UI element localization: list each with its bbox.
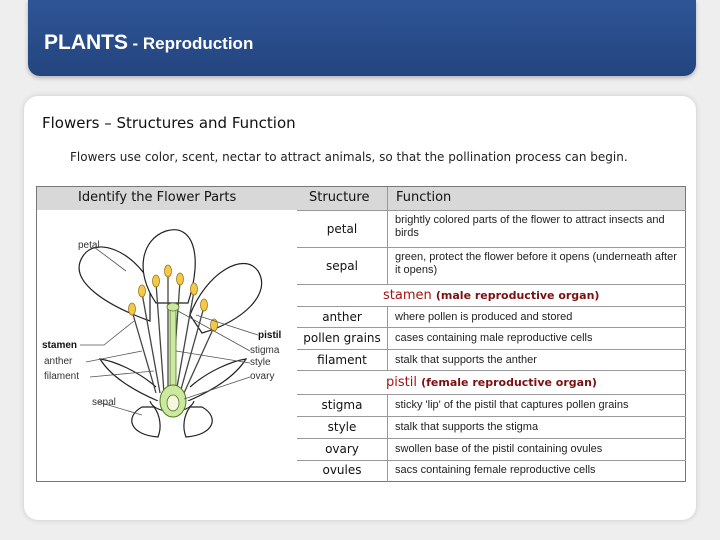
- structure-stigma: stigma: [321, 398, 363, 412]
- label-stigma: stigma: [250, 345, 280, 356]
- stamen-section-title: stamen (male reproductive organ): [383, 288, 599, 303]
- structure-pollen-grains: pollen grains: [303, 331, 381, 345]
- flower-diagram: [78, 229, 263, 438]
- pistil-section-title: pistil (female reproductive organ): [386, 375, 597, 390]
- structure-ovules: ovules: [322, 463, 362, 477]
- row-line: [297, 370, 686, 371]
- page-title-sub: - Reproduction: [132, 34, 254, 53]
- header-band: [37, 187, 685, 210]
- structure-sepal: sepal: [326, 259, 358, 273]
- row-line: [297, 210, 686, 211]
- row-line: [297, 394, 686, 395]
- sepal-left: [131, 406, 161, 438]
- intro-text: Flowers use color, scent, nectar to attr…: [70, 150, 628, 164]
- label-pistil: pistil: [258, 330, 282, 341]
- label-petal: petal: [78, 240, 100, 251]
- label-style: style: [250, 357, 271, 368]
- page-title: PLANTS - Reproduction: [44, 31, 253, 55]
- label-stamen: stamen: [42, 340, 78, 351]
- row-line: [297, 349, 686, 350]
- pistil-section-note: (female reproductive organ): [421, 376, 597, 389]
- row-line: [297, 460, 686, 461]
- function-header: Function: [396, 190, 452, 205]
- function-filament: stalk that supports the anther: [395, 354, 537, 366]
- pistil-shape: [159, 302, 187, 418]
- section-heading: Flowers – Structures and Function: [42, 114, 296, 132]
- col-divider-stamen: [387, 306, 388, 370]
- function-anther: where pollen is produced and stored: [395, 311, 573, 323]
- function-ovules: sacs containing female reproductive cell…: [395, 464, 596, 476]
- function-ovary: swollen base of the pistil containing ov…: [395, 443, 603, 455]
- row-line: [297, 416, 686, 417]
- sepal-right: [183, 406, 213, 438]
- function-sepal: green, protect the flower before it open…: [395, 251, 677, 276]
- row-line: [297, 284, 686, 285]
- function-pollen-grains: cases containing male reproductive cells: [395, 332, 593, 344]
- header-divider: [387, 187, 388, 210]
- structure-filament: filament: [317, 353, 367, 367]
- pistil-section-name: pistil: [386, 375, 417, 390]
- title-bar: PLANTS - Reproduction: [28, 0, 696, 76]
- stamen-section-name: stamen: [383, 288, 432, 303]
- table-frame: [36, 186, 686, 482]
- petal-right: [189, 262, 263, 334]
- structure-header: Structure: [309, 190, 370, 205]
- label-anther: anther: [44, 356, 73, 367]
- stamen-section-note: (male reproductive organ): [435, 289, 600, 302]
- label-ovary: ovary: [250, 371, 275, 382]
- structure-ovary: ovary: [325, 442, 359, 456]
- identify-header: Identify the Flower Parts: [78, 190, 237, 205]
- row-line: [297, 327, 686, 328]
- petal-lower-left: [98, 358, 159, 402]
- structure-petal: petal: [326, 222, 358, 236]
- function-stigma: sticky 'lip' of the pistil that captures…: [395, 399, 629, 411]
- label-sepal: sepal: [92, 397, 116, 408]
- label-filament: filament: [44, 371, 80, 382]
- petal-left: [78, 246, 151, 322]
- structure-anther: anther: [322, 310, 362, 324]
- page-title-main: PLANTS: [44, 31, 128, 54]
- row-line: [297, 306, 686, 307]
- row-line: [297, 247, 686, 248]
- row-line: [297, 438, 686, 439]
- function-style: stalk that supports the stigma: [395, 421, 539, 433]
- function-petal: brightly colored parts of the flower to …: [395, 214, 665, 239]
- structure-style: style: [327, 420, 357, 434]
